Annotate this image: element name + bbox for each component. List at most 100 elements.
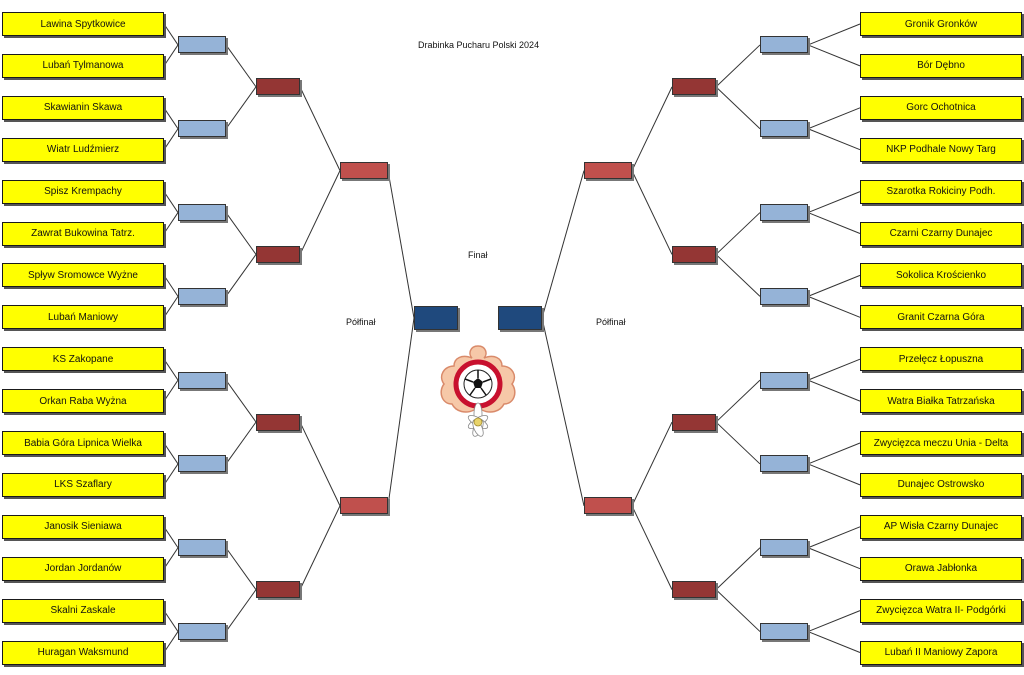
bracket-connector	[807, 23, 861, 46]
left-round3-slot-2	[340, 497, 388, 515]
bracket-connector	[225, 547, 257, 590]
bracket-connector	[807, 295, 861, 318]
bracket-connector	[807, 128, 861, 151]
right-team-4: NKP Podhale Nowy Targ	[860, 137, 1022, 162]
bracket-connector	[387, 317, 415, 506]
left-team-2: Lubań Tylmanowa	[2, 53, 164, 78]
left-round1-slot-2	[178, 120, 226, 138]
bracket-connector	[225, 254, 257, 297]
left-team-13: Janosik Sieniawa	[2, 514, 164, 539]
bracket-connector	[807, 379, 861, 402]
bracket-connector	[163, 526, 179, 549]
semifinal-label-right: Półfinał	[596, 317, 626, 327]
bracket-connector	[715, 86, 761, 130]
right-round2-slot-4	[672, 581, 716, 599]
bracket-connector	[163, 379, 179, 402]
football-edelweiss-crest-icon	[440, 345, 516, 437]
right-semifinal-slot	[498, 306, 542, 330]
bracket-connector	[225, 86, 257, 130]
bracket-connector	[541, 317, 585, 506]
right-round1-slot-7	[760, 539, 808, 557]
bracket-connector	[163, 275, 179, 297]
left-team-4: Wiatr Ludźmierz	[2, 137, 164, 162]
left-team-3: Skawianin Skawa	[2, 95, 164, 120]
bracket-connector	[225, 379, 257, 423]
left-team-9: KS Zakopane	[2, 347, 164, 372]
right-round1-slot-5	[760, 371, 808, 389]
right-team-2: Bór Dębno	[860, 53, 1022, 78]
bracket-connector	[631, 505, 673, 590]
bracket-connector	[807, 107, 861, 130]
bracket-connector	[163, 23, 179, 46]
left-team-6: Zawrat Bukowina Tatrz.	[2, 221, 164, 246]
bracket-connector	[163, 128, 179, 150]
bracket-connector	[807, 442, 861, 465]
left-round1-slot-5	[178, 371, 226, 389]
bracket-connector	[715, 589, 761, 632]
bracket-connector	[715, 44, 761, 88]
bracket-connector	[163, 610, 179, 632]
bracket-connector	[163, 442, 179, 465]
bracket-connector	[807, 610, 861, 633]
right-round1-slot-1	[760, 36, 808, 54]
bracket-connector	[631, 170, 673, 255]
left-round1-slot-7	[178, 539, 226, 557]
bracket-connector	[807, 358, 861, 381]
right-team-13: AP Wisła Czarny Dunajec	[860, 514, 1022, 539]
bracket-connector	[715, 254, 761, 297]
bracket-connector	[807, 547, 861, 570]
right-team-15: Zwycięzca Watra II- Podgórki	[860, 598, 1022, 623]
bracket-connector	[807, 274, 861, 297]
right-team-1: Gronik Gronków	[860, 12, 1022, 36]
left-round1-slot-4	[178, 287, 226, 305]
bracket-connector	[387, 170, 415, 319]
right-round3-slot-2	[584, 497, 632, 515]
left-round1-slot-6	[178, 455, 226, 473]
bracket-connector	[163, 191, 179, 213]
bracket-connector	[163, 463, 179, 486]
right-team-5: Szarotka Rokiciny Podh.	[860, 179, 1022, 204]
left-round1-slot-8	[178, 623, 226, 641]
bracket-connector	[299, 170, 341, 255]
bracket-connector	[631, 421, 673, 507]
left-team-15: Skalni Zaskale	[2, 598, 164, 623]
left-round3-slot-1	[340, 162, 388, 180]
right-round1-slot-4	[760, 287, 808, 305]
bracket-connector	[715, 212, 761, 255]
bracket-connector	[163, 212, 179, 234]
bracket-connector	[807, 44, 861, 67]
left-round2-slot-2	[256, 245, 300, 263]
final-label: Finał	[468, 250, 488, 260]
bracket-connector	[541, 170, 585, 319]
bracket-connector	[715, 421, 761, 465]
left-round2-slot-1	[256, 78, 300, 96]
left-team-16: Huragan Waksmund	[2, 640, 164, 665]
left-team-1: Lawina Spytkowice	[2, 12, 164, 36]
bracket-title: Drabinka Pucharu Polski 2024	[418, 40, 540, 50]
left-team-5: Spisz Krempachy	[2, 179, 164, 204]
left-team-12: LKS Szaflary	[2, 472, 164, 497]
left-team-8: Lubań Maniowy	[2, 305, 164, 330]
right-round2-slot-2	[672, 245, 716, 263]
bracket-connector	[163, 44, 179, 67]
bracket-connector	[299, 421, 341, 507]
bracket-connector	[225, 44, 257, 88]
bracket-connector	[807, 631, 861, 653]
bracket-connector	[807, 526, 861, 549]
bracket-connector	[163, 631, 179, 653]
bracket-connector	[225, 421, 257, 465]
bracket-connector	[715, 379, 761, 423]
bracket-connector	[807, 191, 861, 214]
right-team-7: Sokolica Krościenko	[860, 263, 1022, 288]
left-team-10: Orkan Raba Wyżna	[2, 389, 164, 414]
right-team-14: Orawa Jabłonka	[860, 556, 1022, 581]
right-team-6: Czarni Czarny Dunajec	[860, 221, 1022, 246]
right-round1-slot-6	[760, 455, 808, 473]
right-team-11: Zwycięzca meczu Unia - Delta	[860, 431, 1022, 455]
bracket-connector	[299, 86, 341, 171]
right-team-3: Gorc Ochotnica	[860, 95, 1022, 120]
right-round2-slot-1	[672, 78, 716, 96]
bracket-connector	[715, 547, 761, 591]
bracket-connector	[807, 212, 861, 234]
